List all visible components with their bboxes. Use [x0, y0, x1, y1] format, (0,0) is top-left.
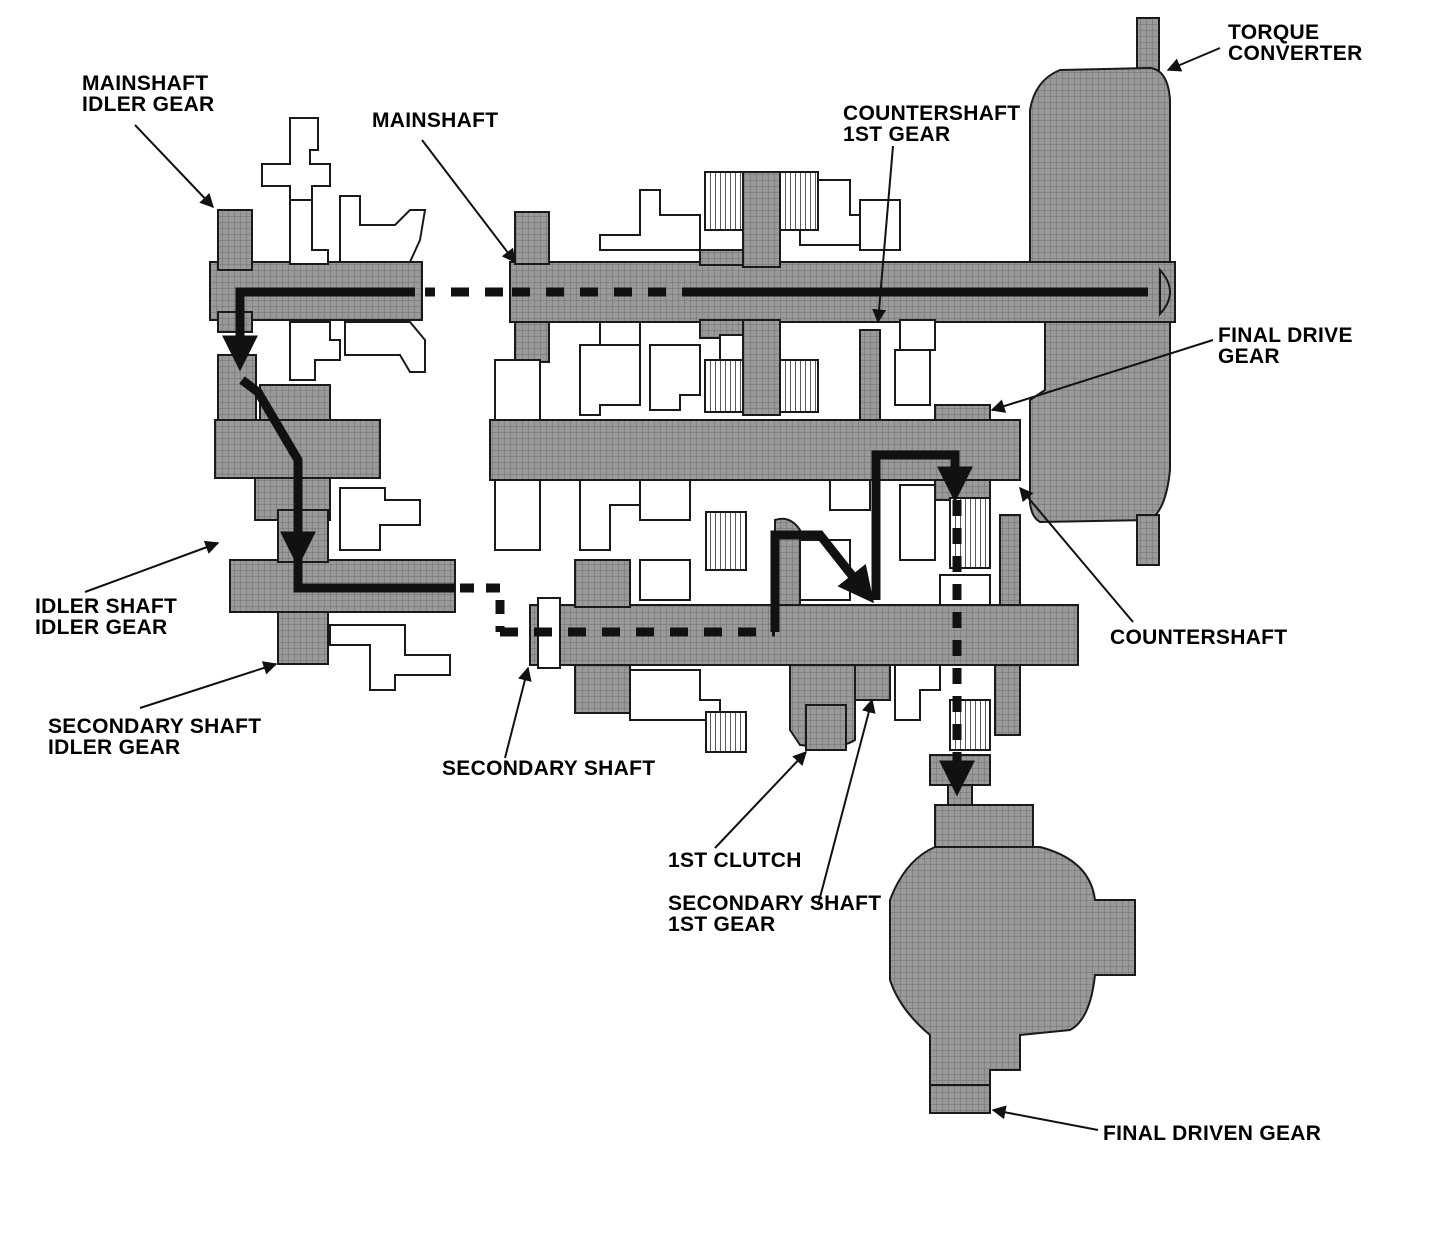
label-idler-shaft-idler-gear: IDLER SHAFT IDLER GEAR [35, 595, 178, 639]
label-secondary-shaft-idler-gear: SECONDARY SHAFT IDLER GEAR [48, 715, 262, 759]
mainshaft-clutch-packs [704, 171, 819, 416]
final-driven-gear [889, 754, 1136, 1114]
label-countershaft-1st-gear: COUNTERSHAFT 1ST GEAR [843, 102, 1021, 146]
label-mainshaft-idler-gear: MAINSHAFT IDLER GEAR [82, 72, 215, 116]
countershaft-outline-gears [494, 344, 936, 561]
label-1st-clutch: 1ST CLUTCH [668, 849, 802, 872]
idler-shaft-outline-gears [339, 487, 421, 551]
label-final-driven-gear: FINAL DRIVEN GEAR [1103, 1122, 1322, 1145]
label-mainshaft: MAINSHAFT [372, 109, 499, 132]
label-torque-converter: TORQUE CONVERTER [1228, 21, 1363, 65]
label-secondary-shaft: SECONDARY SHAFT [442, 757, 656, 780]
leader-lines [84, 47, 1221, 1131]
label-countershaft: COUNTERSHAFT [1110, 626, 1288, 649]
label-final-drive-gear: FINAL DRIVE GEAR [1218, 324, 1353, 368]
label-secondary-shaft-1st-gear: SECONDARY SHAFT 1ST GEAR [668, 892, 882, 936]
power-flow-path [222, 287, 1148, 797]
mainshaft-upper-gears [261, 117, 936, 411]
